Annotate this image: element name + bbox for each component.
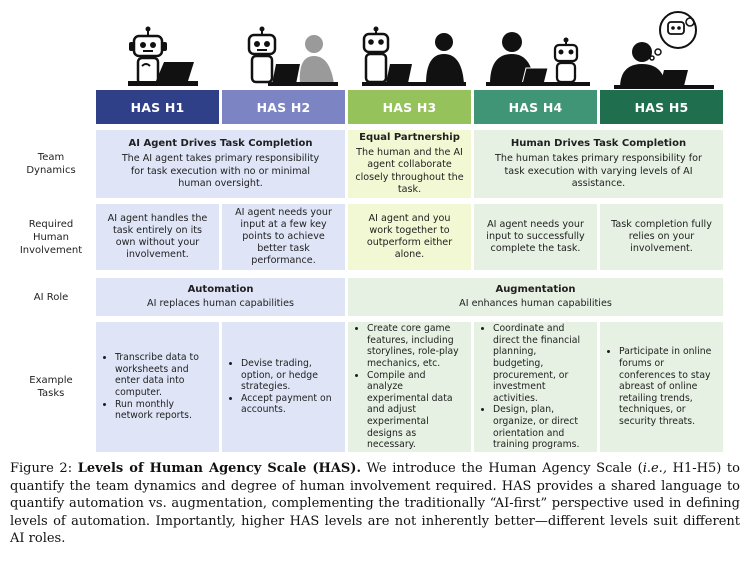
task-item: Run monthly network reports. xyxy=(115,399,211,422)
header-has-h3: HAS H3 xyxy=(348,90,471,124)
tasks-h2: Devise trading, option, or hedge strateg… xyxy=(222,322,345,452)
ai-role-augmentation-title: Augmentation xyxy=(495,283,576,295)
ai-role-automation-text: AI replaces human capabilities xyxy=(147,298,294,309)
header-has-h2: HAS H2 xyxy=(222,90,345,124)
team-dynamics-equal-text: The human and the AI agent collaborate c… xyxy=(355,147,464,195)
robot-and-human-icon xyxy=(247,26,338,86)
team-dynamics-ai-driven: AI Agent Drives Task Completion The AI a… xyxy=(96,130,345,198)
caption-figure-number: Figure 2: xyxy=(10,461,78,476)
team-dynamics-ai-driven-title: AI Agent Drives Task Completion xyxy=(128,138,313,150)
task-item: Accept payment on accounts. xyxy=(241,393,337,416)
team-dynamics-human-driven-text: The human takes primary responsibility f… xyxy=(495,153,702,189)
human-with-robot-icon xyxy=(486,32,590,86)
header-has-h1: HAS H1 xyxy=(96,90,219,124)
team-dynamics-equal: Equal Partnership The human and the AI a… xyxy=(348,130,471,198)
robot-at-laptop-icon xyxy=(128,26,198,86)
caption-text-2: H1-H5) to quantify the team dynamics and… xyxy=(10,461,740,547)
team-dynamics-human-driven-title: Human Drives Task Completion xyxy=(510,138,687,150)
involvement-h3: AI agent and you work together to outper… xyxy=(348,204,471,270)
ai-role-augmentation-text: AI enhances human capabilities xyxy=(459,298,612,309)
team-dynamics-human-driven: Human Drives Task Completion The human t… xyxy=(474,130,723,198)
task-item: Devise trading, option, or hedge strateg… xyxy=(241,358,337,393)
row-label-ai-role: AI Role xyxy=(33,291,69,303)
task-item: Create core game features, including sto… xyxy=(367,323,463,369)
row-label-team-dynamics: Team Dynamics xyxy=(26,152,76,176)
involvement-h1: AI agent handles the task entirely on it… xyxy=(96,204,219,270)
ai-role-augmentation: Augmentation AI enhances human capabilit… xyxy=(348,278,723,316)
tasks-h3: Create core game features, including sto… xyxy=(348,322,471,452)
task-item: Transcribe data to worksheets and enter … xyxy=(115,352,211,398)
caption-ie: i.e., xyxy=(642,461,667,476)
caption-title: Levels of Human Agency Scale (HAS). xyxy=(77,461,361,476)
caption-text-1: We introduce the Human Agency Scale ( xyxy=(360,461,643,476)
task-item: Coordinate and direct the financial plan… xyxy=(493,323,589,404)
header-has-h5: HAS H5 xyxy=(600,90,723,124)
team-dynamics-equal-title: Equal Partnership xyxy=(359,132,460,143)
involvement-h5: Task completion fully relies on your inv… xyxy=(600,204,723,270)
tasks-h4: Coordinate and direct the financial plan… xyxy=(474,322,597,452)
tasks-h5: Participate in online forums or conferen… xyxy=(600,322,723,452)
involvement-h4: AI agent needs your input to successfull… xyxy=(474,204,597,270)
tasks-h1: Transcribe data to worksheets and enter … xyxy=(96,322,219,452)
human-thinking-icon xyxy=(614,11,714,89)
ai-role-automation: Automation AI replaces human capabilitie… xyxy=(96,278,345,316)
team-dynamics-ai-driven-text: The AI agent takes primary responsibilit… xyxy=(121,153,320,189)
robot-and-human-collaborating-icon xyxy=(362,26,466,86)
task-item: Participate in online forums or conferen… xyxy=(619,346,715,427)
task-item: Compile and analyze experimental data an… xyxy=(367,370,463,451)
row-label-example-tasks: Example Tasks xyxy=(29,375,73,399)
row-label-required-involvement: Required Human Involvement xyxy=(19,218,83,256)
figure-caption: Figure 2: Levels of Human Agency Scale (… xyxy=(10,460,740,560)
ai-role-automation-title: Automation xyxy=(187,283,254,295)
task-item: Design, plan, organize, or direct orient… xyxy=(493,404,589,450)
involvement-h2: AI agent needs your input at a few key p… xyxy=(222,204,345,270)
header-has-h4: HAS H4 xyxy=(474,90,597,124)
